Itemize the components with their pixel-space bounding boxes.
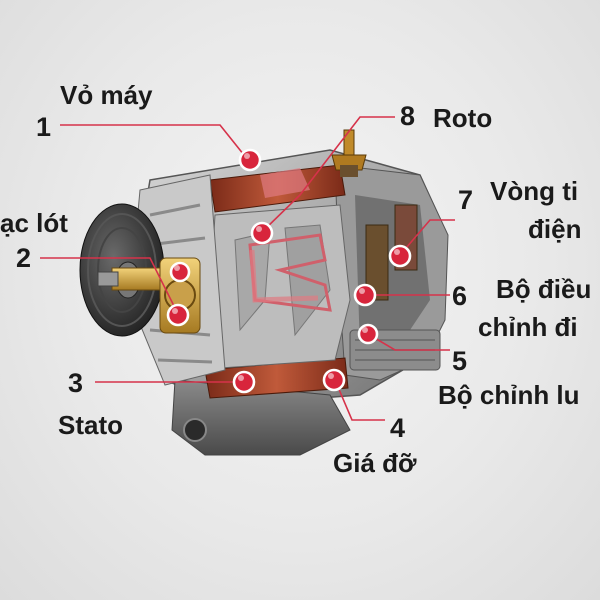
part-8-number: 8 [400,101,416,131]
part-6-name: Bộ điều [496,274,592,304]
part-3-name: Stato [58,410,123,440]
part-2-name: ạc lót [0,208,68,238]
part-1-name: Vỏ máy [60,80,153,110]
marker-3 [232,370,256,394]
part-4-name: Giá đỡ [333,448,417,478]
part-7-name: Vòng ti [490,176,579,206]
marker-2a [169,261,191,283]
terminal-stud [331,129,367,177]
part-8-name: Roto [433,103,493,133]
part-7-name-line2: điện [528,214,582,244]
callout-line-2 [40,257,179,315]
callout-line-7 [399,219,455,256]
part-2-number: 2 [16,243,32,273]
part-6-number: 6 [452,281,468,311]
marker-7 [388,244,412,268]
part-5-name: Bộ chỉnh lu [438,380,580,410]
part-6-name-line2: chỉnh đi [478,312,578,342]
part-4-number: 4 [390,413,406,443]
marker-8 [250,221,274,245]
callout-line-5 [367,333,450,351]
marker-2b [166,303,190,327]
marker-1 [238,148,262,172]
part-7-number: 7 [458,185,474,215]
callout-lines [40,116,455,421]
callout-line-8 [261,116,395,233]
marker-4 [322,368,346,392]
part-3-number: 3 [68,368,84,398]
part-markers [166,148,412,394]
part-5-number: 5 [452,346,468,376]
callout-line-1 [60,124,249,161]
callout-line-4 [334,379,385,421]
marker-5 [357,323,379,345]
rotor [209,204,351,369]
marker-6 [353,283,377,307]
part-1-number: 1 [36,112,52,142]
